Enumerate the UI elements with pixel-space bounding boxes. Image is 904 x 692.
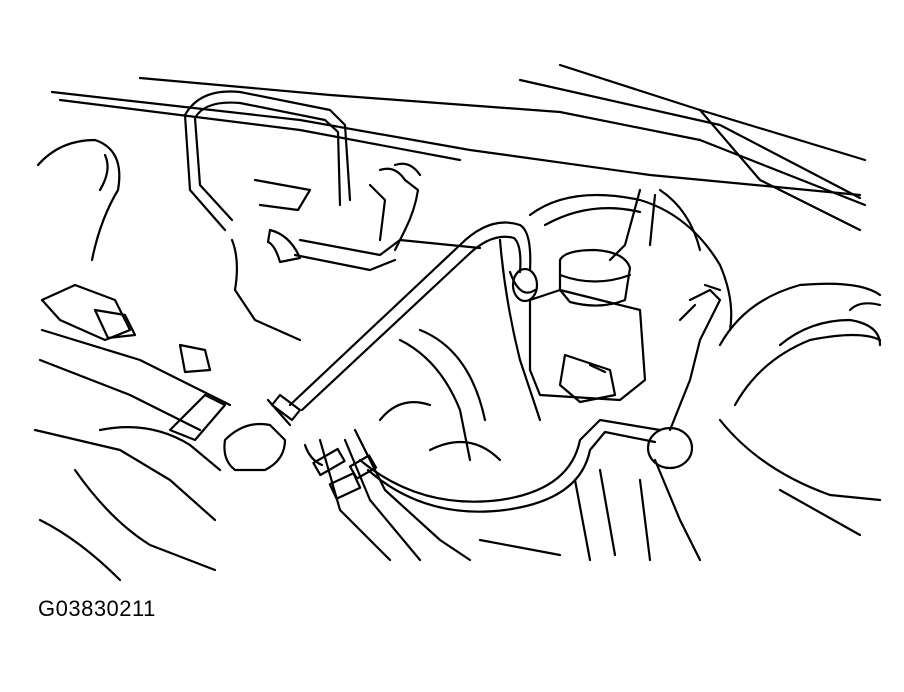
left-fender [33, 138, 232, 582]
lower-hoses [266, 393, 472, 562]
left-canister [93, 308, 287, 472]
strut-tower [718, 282, 882, 537]
intake-hoses [230, 162, 482, 342]
figure-id-label: G03830211 [38, 596, 156, 621]
hood-edge-lines [50, 63, 867, 232]
upper-hose-loop [183, 90, 352, 232]
lower-structure [378, 328, 652, 562]
brake-reservoir [528, 248, 647, 404]
return-line [358, 283, 722, 562]
brake-line-diagonal [288, 221, 539, 412]
brake-booster [498, 188, 733, 422]
